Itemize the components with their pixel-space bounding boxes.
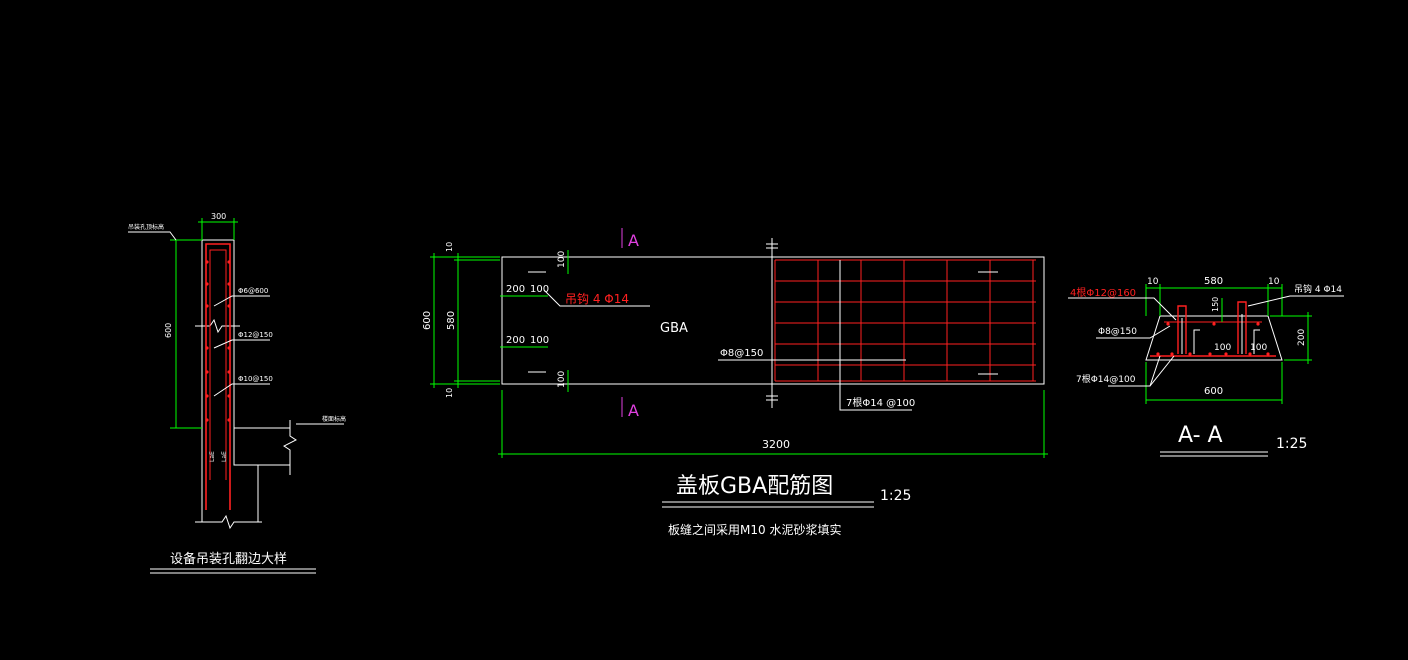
- section-hook-right: [1237, 301, 1247, 354]
- section-leader-bottom-2: [1149, 355, 1175, 387]
- plan-hook-label: 吊钩 4 Φ14: [565, 292, 629, 306]
- edge-top-label: 吊装孔顶标高: [128, 223, 164, 231]
- plan-rebar-grid: [774, 259, 1036, 382]
- edge-dim-height-text: 600: [164, 323, 173, 338]
- plan-dim-100-vert-bottom-text: 100: [557, 371, 567, 388]
- section-title: A- A: [1178, 423, 1223, 448]
- edge-leader-rebar2: [213, 339, 270, 349]
- edge-detail-title: 设备吊装孔翻边大样: [170, 551, 287, 567]
- plan-dim-height-text: 600: [422, 311, 433, 330]
- section-rebar-dots: [1156, 322, 1270, 356]
- section-rebar-dist-label: Φ8@150: [1098, 327, 1137, 337]
- plan-dim-edge-top-text: 10: [445, 242, 454, 252]
- plan-section-label-bottom: A: [628, 401, 639, 420]
- section-outline: [1145, 315, 1283, 361]
- section-leader-dist: [1096, 325, 1171, 339]
- edge-leader-rebar3: [213, 383, 270, 397]
- plan-gba: [430, 228, 1048, 508]
- plan-section-label-top: A: [628, 231, 639, 250]
- section-hook-left-inner: [1181, 318, 1200, 354]
- section-leader-top: [1068, 297, 1177, 321]
- plan-dim-100-top-text: 100: [530, 284, 549, 295]
- edge-rebar-dots: [205, 260, 231, 422]
- section-rebar-bottom-label: 7根Φ14@100: [1076, 373, 1136, 385]
- edge-side-label: 楼面标高: [322, 415, 346, 423]
- section-aa: [1068, 284, 1344, 457]
- edge-leader-top-label: [128, 231, 177, 241]
- plan-main-rebar-label: 7根Φ14 @100: [846, 396, 915, 409]
- plan-title: 盖板GBA配筋图: [676, 474, 833, 499]
- detail-opening-edge: [128, 218, 344, 574]
- section-leader-hook: [1247, 295, 1344, 307]
- section-hook-left: [1177, 305, 1187, 354]
- section-rebar-top-label: 4根Φ12@160: [1070, 286, 1136, 299]
- plan-panel-label: GBA: [660, 321, 688, 336]
- plan-dim-edge-bottom-text: 10: [445, 388, 454, 398]
- plan-dim-length-text: 3200: [762, 438, 790, 451]
- edge-lae-label-2: LaE: [221, 451, 228, 462]
- section-dim-150-text: 150: [1211, 297, 1220, 312]
- plan-note: 板缝之间采用M10 水泥砂浆填实: [668, 522, 841, 537]
- plan-dim-200-bottom-text: 200: [506, 335, 525, 346]
- plan-dim-100-bottom-text: 100: [530, 335, 549, 346]
- plan-dim-200-top-text: 200: [506, 284, 525, 295]
- section-scale: 1:25: [1276, 436, 1307, 452]
- edge-rebar3-label: Φ10@150: [238, 375, 273, 383]
- edge-rebar1-label: Φ6@600: [238, 287, 268, 295]
- section-dim-100b-text: 100: [1250, 343, 1267, 353]
- section-dim-600-text: 600: [1204, 386, 1223, 397]
- edge-rebar2-label: Φ12@150: [238, 331, 273, 339]
- edge-rebar-inner: [209, 249, 227, 480]
- section-dim-left-text: 10: [1147, 277, 1159, 287]
- edge-break-line-mid: [195, 318, 240, 334]
- plan-leader-main: [839, 372, 912, 411]
- section-dim-200-text: 200: [1297, 329, 1307, 346]
- plan-dist-rebar-label: Φ8@150: [720, 348, 763, 359]
- plan-dim-inner-text: 580: [446, 311, 457, 330]
- plan-leader-hook: [543, 289, 650, 307]
- section-dim-mid-text: 580: [1204, 276, 1223, 287]
- plan-dim-100-vert-top-text: 100: [557, 251, 567, 268]
- edge-lae-label-1: LaE: [209, 451, 216, 462]
- edge-leader-rebar1: [213, 295, 270, 307]
- section-dim-100a-text: 100: [1214, 343, 1231, 353]
- plan-scale: 1:25: [880, 488, 911, 504]
- section-hook-right-inner: [1241, 314, 1260, 354]
- edge-dim-width-text: 300: [211, 212, 226, 221]
- edge-break-line-right: [283, 420, 297, 475]
- plan-slab-outline: [501, 256, 1045, 385]
- edge-rebar-outer: [205, 243, 231, 510]
- section-hook-label: 吊钩 4 Φ14: [1294, 283, 1342, 295]
- edge-break-line-bottom: [195, 514, 262, 530]
- section-dim-right-text: 10: [1268, 277, 1280, 287]
